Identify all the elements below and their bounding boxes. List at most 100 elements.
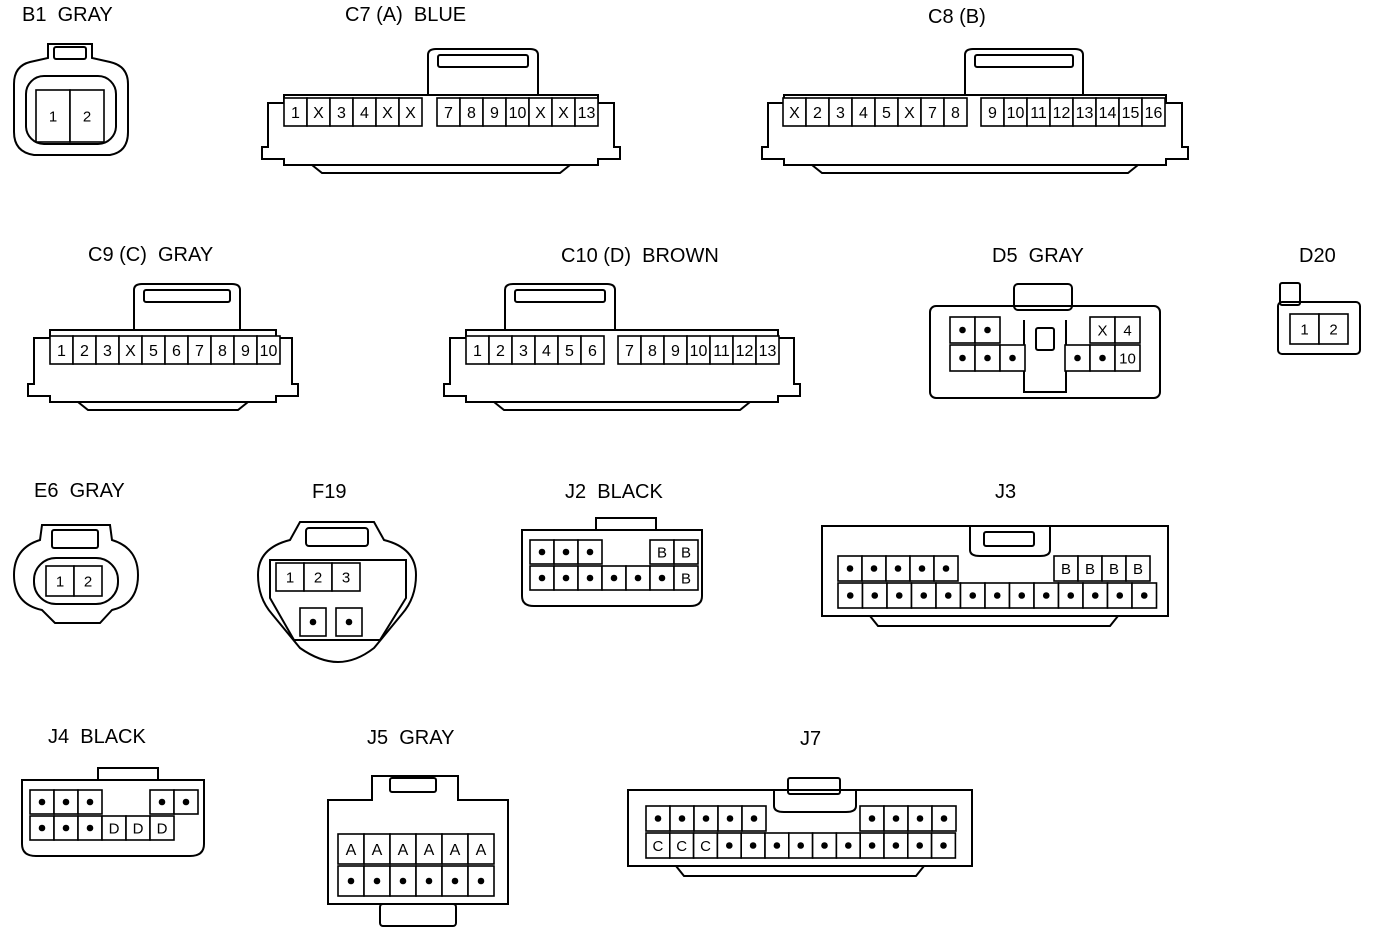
pin-label: 7	[625, 343, 634, 360]
pin-label: 8	[218, 343, 227, 360]
latch	[133, 283, 241, 330]
pin-dot	[797, 842, 804, 849]
pin-dot	[942, 565, 950, 572]
pin-label: 3	[337, 105, 346, 122]
pin-label: 9	[988, 105, 997, 122]
pin-dot	[451, 877, 459, 885]
pin-cell	[1289, 313, 1320, 345]
pin-cell	[256, 335, 281, 365]
pin-label: 9	[241, 343, 250, 360]
latch-slot	[143, 289, 231, 303]
pin-label: C	[700, 838, 711, 855]
pin-dot	[38, 798, 46, 806]
pin-dot	[678, 815, 686, 822]
pin-label: 7	[195, 343, 204, 360]
pin-label: 15	[1122, 105, 1140, 122]
pin-dot	[1042, 592, 1050, 599]
pin-dot	[586, 548, 594, 556]
pin-cell	[580, 335, 605, 365]
title-j7: J7	[800, 728, 822, 750]
pin-cell	[1318, 313, 1349, 345]
pin-dot	[1067, 592, 1075, 599]
pin-label: 8	[648, 343, 657, 360]
pin-dot	[345, 618, 353, 626]
pin-label: 10	[1119, 350, 1136, 367]
pin-cell	[149, 789, 175, 815]
pin-dot	[916, 842, 923, 849]
title-j3: J3	[995, 481, 1017, 503]
pin-cell	[999, 344, 1026, 372]
pin-label: 3	[836, 105, 845, 122]
title-b1: B1 GRAY	[22, 4, 113, 26]
title-e6: E6 GRAY	[34, 480, 125, 502]
pin-dot	[1140, 592, 1148, 599]
pin-label: B	[1061, 561, 1071, 578]
pin-label: 4	[360, 105, 369, 122]
pin-cell	[389, 833, 417, 865]
pin-dot	[918, 565, 926, 572]
pin-dot	[846, 565, 854, 572]
base-rail	[675, 865, 925, 877]
base-rail	[77, 401, 249, 411]
latch	[51, 529, 99, 549]
pin-dot	[1018, 592, 1026, 599]
pin-label: 5	[149, 343, 158, 360]
pin-dot	[892, 842, 900, 849]
pin-label: B	[681, 570, 691, 587]
pin-dot	[86, 824, 94, 832]
pin-label: 3	[519, 343, 528, 360]
latch	[504, 283, 616, 330]
key	[1035, 327, 1055, 351]
pin-dot	[62, 824, 70, 832]
pin-dot	[870, 565, 878, 572]
pin-cell	[649, 539, 675, 565]
pin-label: 13	[578, 105, 596, 122]
latch-slot	[974, 54, 1074, 68]
pin-label: 7	[928, 105, 937, 122]
pin-dot	[845, 842, 852, 849]
latch-slot	[389, 777, 437, 793]
pin-dot	[562, 548, 570, 556]
plug-face	[269, 559, 407, 641]
pin-label: 6	[588, 343, 597, 360]
pin-cell	[1125, 555, 1151, 582]
base-rail	[869, 615, 1119, 627]
base-tab	[379, 903, 457, 927]
pin-label: 13	[759, 343, 777, 360]
latch	[964, 48, 1084, 95]
pin-label: B	[1085, 561, 1095, 578]
pin-label: 12	[736, 343, 754, 360]
pin-dot	[916, 815, 924, 822]
pin-cell	[35, 89, 71, 143]
pin-label: X	[125, 343, 136, 360]
title-j5: J5 GRAY	[367, 727, 455, 749]
outline	[1277, 301, 1361, 355]
pin-label: 14	[1099, 105, 1117, 122]
pin-label: A	[476, 842, 487, 859]
pin-cell	[29, 789, 55, 815]
pin-dot	[959, 354, 966, 362]
pin-label: B	[1109, 561, 1119, 578]
pin-dot	[654, 815, 662, 822]
latch	[97, 767, 159, 780]
pin-dot	[309, 618, 317, 626]
pin-cell	[577, 539, 603, 565]
pin-dot	[750, 815, 758, 822]
pin-dot	[347, 877, 355, 885]
pin-label: 4	[542, 343, 551, 360]
pin-dot	[538, 548, 546, 556]
outline	[627, 789, 973, 867]
pin-dot	[868, 842, 876, 849]
pin-cell	[574, 97, 599, 127]
pin-dot	[895, 592, 903, 599]
pin-label: D	[109, 820, 120, 837]
title-c10: C10 (D) BROWN	[561, 245, 719, 267]
pin-dot	[944, 592, 952, 599]
pin-dot	[702, 815, 710, 822]
plug-face	[25, 75, 117, 145]
